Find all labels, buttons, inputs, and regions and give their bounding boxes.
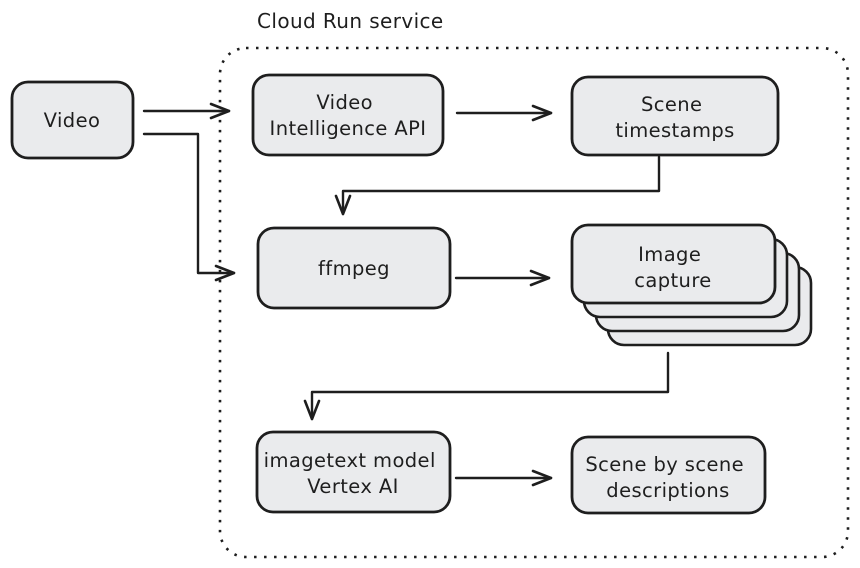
video-node-label: Video (44, 109, 101, 132)
edge-scene-timestamps-to-ffmpeg (334, 155, 661, 216)
ffmpeg-node-box (256, 226, 452, 310)
node-scene-timestamps: Scene timestamps (570, 75, 780, 157)
scene-descriptions-label-line1: Scene by scene (585, 453, 744, 476)
node-video: Video (10, 80, 135, 160)
edges (142, 102, 670, 487)
node-imagetext-vertex-ai: imagetext model Vertex AI (255, 430, 452, 514)
image-capture-label-line1: Image (638, 243, 701, 266)
ffmpeg-label-line: ffmpeg (318, 257, 390, 280)
diagram-title: Cloud Run service (257, 9, 444, 33)
video-intelligence-api-label-line2: Intelligence API (270, 117, 427, 140)
imagetext-vertex-ai-node-label: imagetext model Vertex AI (264, 449, 443, 498)
imagetext-vertex-ai-label-line2: Vertex AI (307, 475, 399, 498)
node-image-capture: Image capture (570, 223, 813, 347)
imagetext-vertex-ai-node-box (255, 430, 452, 514)
edge-video-to-ffmpeg (142, 132, 236, 282)
scene-timestamps-node-box (570, 75, 780, 157)
video-intelligence-api-node-box (251, 73, 445, 157)
scene-descriptions-node-box (570, 435, 767, 515)
scene-descriptions-node-label: Scene by scene descriptions (585, 453, 750, 502)
imagetext-vertex-ai-label-line1: imagetext model (264, 449, 436, 472)
cloud-run-service-boundary (218, 46, 850, 559)
node-ffmpeg: ffmpeg (256, 226, 452, 310)
image-capture-node-box (570, 223, 777, 305)
ffmpeg-node-label: ffmpeg (318, 257, 390, 280)
image-capture-label-line2: capture (634, 269, 711, 292)
video-node-box (10, 80, 135, 160)
node-video-intelligence-api: Video Intelligence API (251, 73, 445, 157)
edge-image-capture-to-imagetext-model (303, 351, 670, 421)
video-node-label-line: Video (44, 109, 101, 132)
scene-descriptions-label-line2: descriptions (606, 479, 729, 502)
image-capture-node-label: Image capture (634, 243, 711, 292)
scene-timestamps-label-line1: Scene (641, 93, 702, 116)
scene-timestamps-label-line2: timestamps (615, 119, 734, 142)
node-scene-descriptions: Scene by scene descriptions (570, 435, 767, 515)
video-intelligence-api-node-label: Video Intelligence API (270, 91, 427, 140)
video-intelligence-api-label-line1: Video (316, 91, 373, 114)
scene-timestamps-node-label: Scene timestamps (615, 93, 734, 142)
